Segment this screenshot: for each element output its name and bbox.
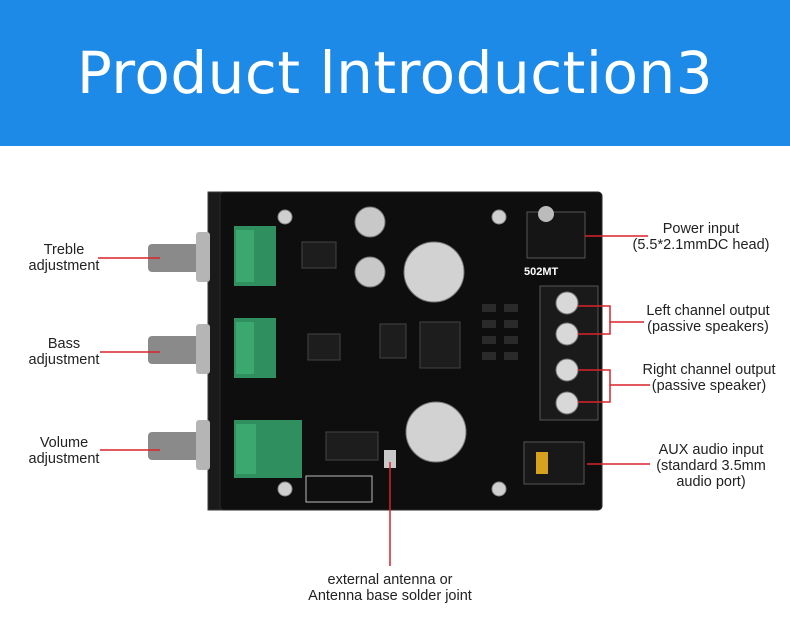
power-label: Power input [662,221,740,237]
speaker-terminals [539,285,599,421]
pointer-lines [98,235,650,566]
page-title: Product lntroduction3 [76,39,714,107]
right-channel-callout: Right channel output (passive speaker) [628,362,790,394]
power-callout: Power input (5.5*2.1mmDC head) [616,221,786,253]
ic-chips [301,241,461,461]
aux-sublabel: (standard 3.5mm [656,458,766,474]
bass-knob [148,318,276,378]
left-channel-callout: Left channel output (passive speakers) [628,303,788,335]
volume-sublabel: adjustment [28,451,100,467]
left-channel-label: Left channel output [646,303,770,319]
treble-knob [148,226,276,286]
mounting-holes [277,209,507,497]
aux-sublabel-2: audio port) [676,474,746,490]
bass-sublabel: adjustment [28,352,100,368]
volume-knob [148,420,302,478]
pcb-board [219,191,603,511]
antenna-label: external antenna or [327,572,453,588]
aux-jack [523,441,585,485]
bass-label: Bass [47,336,81,352]
antenna-callout: external antenna or Antenna base solder … [280,572,500,604]
right-channel-sublabel: (passive speaker) [651,378,767,394]
capacitors [354,206,467,463]
treble-sublabel: adjustment [28,258,100,274]
aux-callout: AUX audio input (standard 3.5mm audio po… [636,442,786,490]
volume-label: Volume [39,435,89,451]
right-channel-label: Right channel output [642,362,776,378]
treble-callout: Treble adjustment [14,242,114,274]
model-label: 502MT [524,266,559,278]
power-sublabel: (5.5*2.1mmDC head) [632,237,770,253]
aux-label: AUX audio input [658,442,764,458]
bass-callout: Bass adjustment [14,336,114,368]
antenna-sublabel: Antenna base solder joint [308,588,472,604]
volume-callout: Volume adjustment [14,435,114,467]
treble-label: Treble [43,242,85,258]
title-banner: Product lntroduction3 [0,0,790,146]
antenna-solder-point [305,450,396,503]
small-components [482,304,518,360]
left-channel-sublabel: (passive speakers) [647,319,769,335]
dc-power-jack [526,206,586,259]
